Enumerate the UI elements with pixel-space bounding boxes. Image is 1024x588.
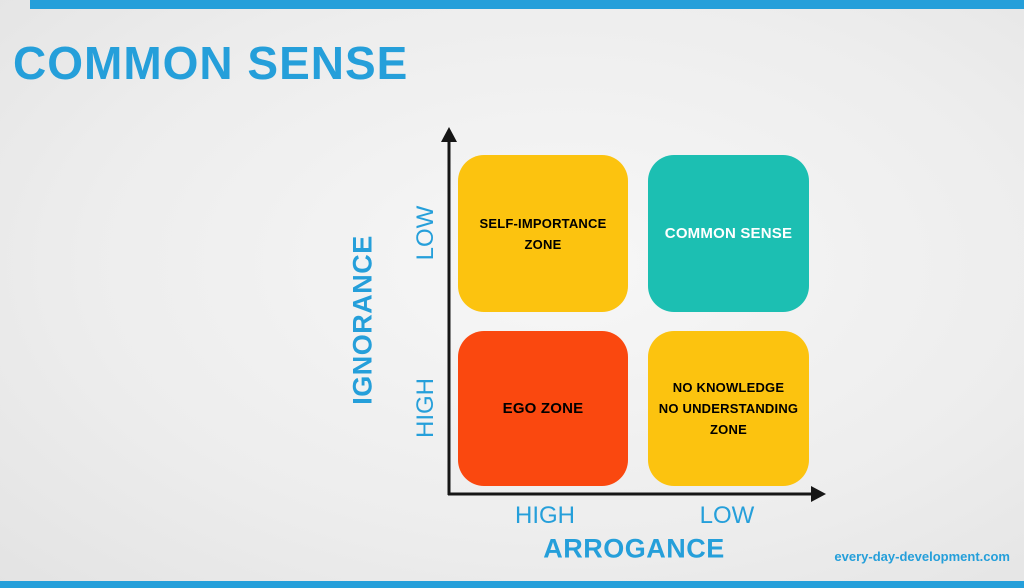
quadrant-no-knowledge-zone: NO KNOWLEDGE NO UNDERSTANDING ZONE bbox=[648, 331, 809, 486]
quadrant-label: EGO ZONE bbox=[503, 398, 584, 419]
quadrant-label-line: NO UNDERSTANDING bbox=[658, 401, 799, 416]
quadrant-label-line: EGO ZONE bbox=[502, 400, 584, 417]
quadrant-label-line: SELF-IMPORTANCE bbox=[479, 215, 607, 231]
quadrant-common-sense: COMMON SENSE bbox=[648, 155, 809, 312]
quadrant-label-line: ZONE bbox=[524, 236, 562, 252]
top-accent-bar bbox=[30, 0, 1024, 9]
quadrant-label-line: ZONE bbox=[710, 422, 747, 437]
footer-website-link: every-day-development.com bbox=[834, 549, 1010, 564]
quadrant-label: COMMON SENSE bbox=[665, 223, 792, 244]
quadrant-label-line: COMMON SENSE bbox=[664, 225, 793, 242]
quadrant-self-importance-zone: SELF-IMPORTANCE ZONE bbox=[458, 155, 628, 312]
y-axis-tick-low: LOW bbox=[412, 205, 439, 261]
x-axis-tick-high: HIGH bbox=[515, 502, 575, 529]
bottom-accent-bar bbox=[0, 581, 1024, 588]
x-axis-tick-low: LOW bbox=[699, 502, 755, 529]
quadrant-label-line: NO KNOWLEDGE bbox=[672, 380, 785, 395]
x-axis-title: ARROGANCE bbox=[543, 533, 725, 564]
y-axis-title: IGNORANCE bbox=[347, 235, 378, 405]
quadrant-label: SELF-IMPORTANCE ZONE bbox=[480, 213, 607, 255]
quadrant-label: NO KNOWLEDGE NO UNDERSTANDING ZONE bbox=[659, 377, 798, 440]
y-axis-arrowhead bbox=[441, 127, 457, 142]
y-axis-tick-high: HIGH bbox=[412, 378, 439, 438]
x-axis-arrowhead bbox=[811, 486, 826, 502]
quadrant-ego-zone: EGO ZONE bbox=[458, 331, 628, 486]
page-title: COMMON SENSE bbox=[13, 37, 409, 89]
